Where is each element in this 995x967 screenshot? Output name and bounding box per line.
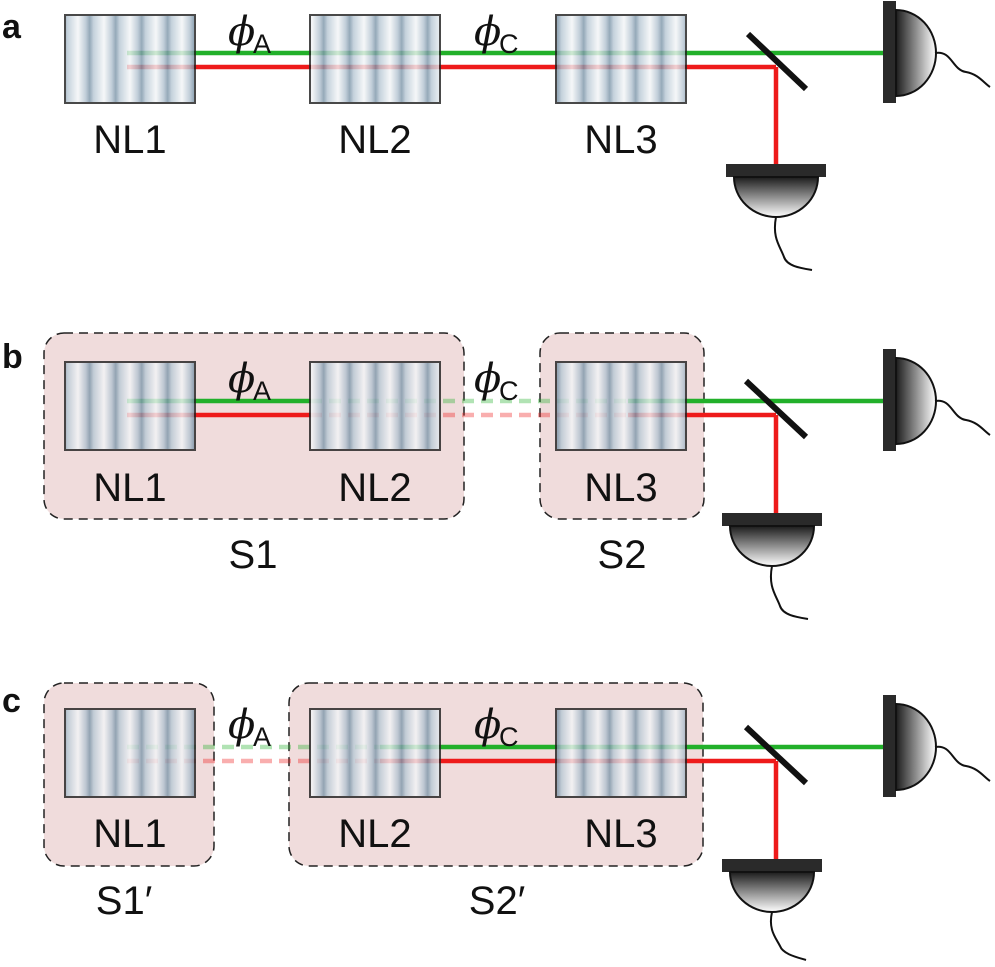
crystal-label: NL2 — [338, 118, 411, 162]
nonlinear-crystal-icon — [309, 708, 441, 798]
nonlinear-crystal-icon — [309, 14, 441, 104]
crystal-label: NL2 — [338, 466, 411, 510]
source-label: S1′ — [96, 879, 152, 923]
photodetector-icon — [726, 164, 826, 271]
crystal-label: NL1 — [93, 466, 166, 510]
phase-symbol: ϕ — [228, 356, 255, 402]
nonlinear-crystal-icon — [64, 708, 196, 798]
phase-label: ϕ A — [228, 356, 271, 406]
phase-label: ϕ A — [228, 702, 271, 752]
photodetector-icon — [883, 349, 991, 451]
panel-a: a NL1 NL2 NL3 ϕ A ϕ C — [2, 1, 991, 271]
phase-label: ϕ C — [474, 356, 519, 406]
phase-symbol: ϕ — [474, 9, 501, 55]
crystal-label: NL3 — [584, 812, 657, 856]
photodetector-icon — [883, 695, 991, 797]
phase-label: ϕ C — [474, 702, 519, 752]
phase-symbol: ϕ — [228, 9, 255, 55]
phase-label: ϕ C — [474, 9, 519, 59]
phase-symbol: ϕ — [474, 702, 501, 748]
nonlinear-crystal-icon — [64, 361, 196, 451]
crystal-label: NL2 — [338, 812, 411, 856]
panel-letter: c — [2, 682, 21, 720]
beam-splitter-icon — [743, 378, 809, 440]
crystal-label: NL3 — [584, 118, 657, 162]
phase-subscript: A — [253, 29, 271, 59]
photodetector-icon — [722, 513, 822, 620]
nonlinear-crystal-icon — [309, 361, 441, 451]
source-label: S2′ — [469, 879, 525, 923]
panel-c: c NL1 NL2 NL3 S1′ S2′ ϕ A ϕ C — [2, 682, 991, 961]
phase-subscript: C — [499, 29, 519, 59]
nonlinear-crystal-icon — [64, 14, 196, 104]
source-label: S2 — [598, 533, 647, 577]
beam-splitter-icon — [743, 724, 809, 786]
panel-b: b NL1 NL2 NL3 S1 S2 ϕ A ϕ C — [2, 332, 991, 620]
phase-label: ϕ A — [228, 9, 271, 59]
panel-letter: b — [2, 338, 23, 376]
beam-splitter-icon — [745, 31, 809, 92]
phase-symbol: ϕ — [228, 702, 255, 748]
phase-subscript: A — [253, 722, 271, 752]
crystal-label: NL3 — [584, 466, 657, 510]
phase-subscript: C — [499, 722, 519, 752]
nonlinear-crystal-icon — [555, 708, 687, 798]
phase-subscript: C — [499, 376, 519, 406]
photodetector-icon — [722, 859, 822, 961]
panel-letter: a — [2, 8, 22, 46]
phase-subscript: A — [253, 376, 271, 406]
nonlinear-crystal-icon — [555, 14, 687, 104]
photodetector-icon — [883, 1, 991, 103]
crystal-label: NL1 — [93, 812, 166, 856]
crystal-label: NL1 — [93, 118, 166, 162]
source-label: S1 — [229, 533, 278, 577]
phase-symbol: ϕ — [474, 356, 501, 402]
nonlinear-crystal-icon — [555, 361, 687, 451]
